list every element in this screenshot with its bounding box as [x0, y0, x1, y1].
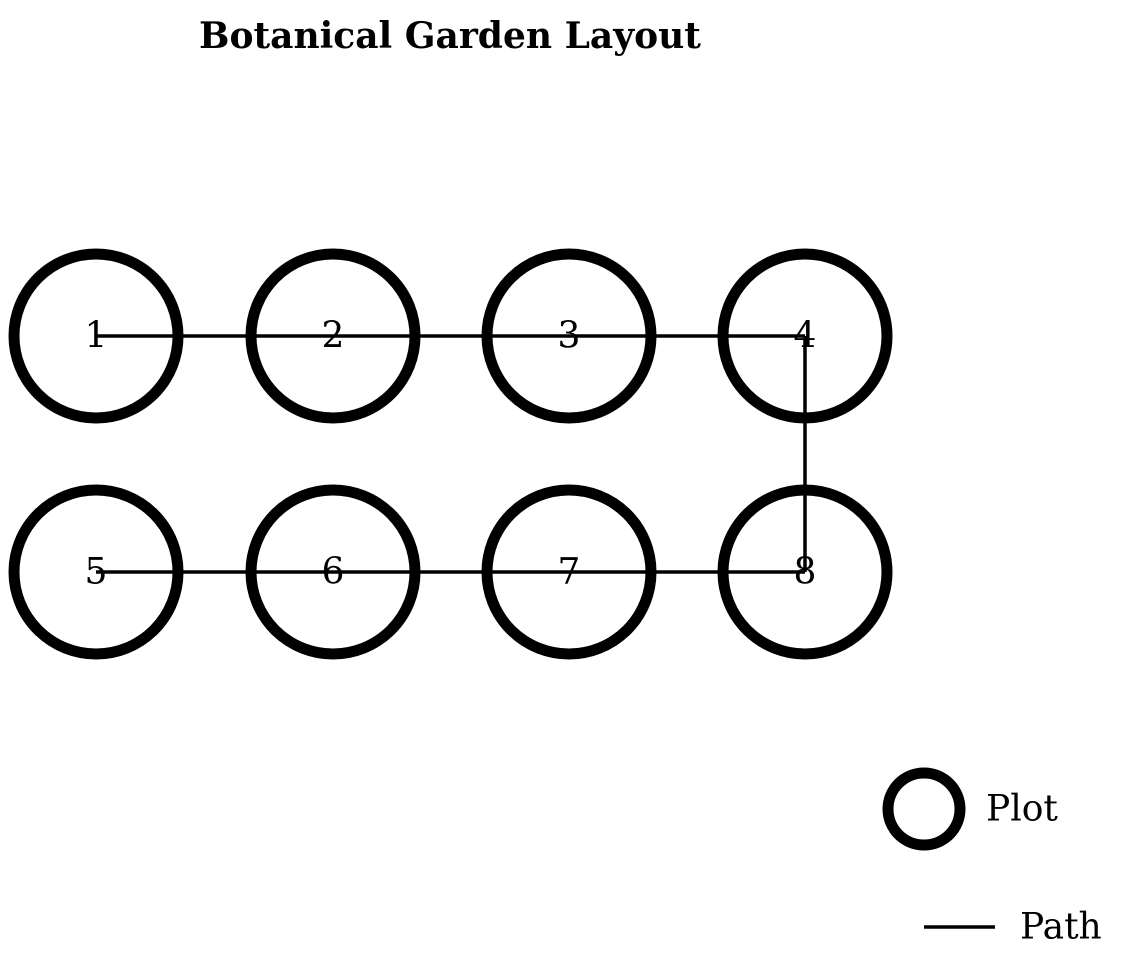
plot-5: 5 [8, 484, 184, 660]
plot-2: 2 [245, 248, 421, 424]
plot-2-circle [245, 248, 421, 424]
plot-8-circle [717, 484, 893, 660]
legend: Plot Path [882, 767, 1102, 948]
plot-7-circle [481, 484, 657, 660]
paths-layer [96, 334, 807, 574]
plot-7-label: 7 [558, 552, 581, 593]
legend-plot-label: Plot [986, 789, 1058, 830]
plot-2-label: 2 [322, 316, 345, 357]
plots-layer: 1 2 3 4 5 6 7 8 [8, 248, 893, 660]
plot-8: 8 [717, 484, 893, 660]
plot-7: 7 [481, 484, 657, 660]
legend-path-label: Path [1020, 907, 1102, 948]
plot-3: 3 [481, 248, 657, 424]
plot-5-label: 5 [85, 552, 108, 593]
legend-plot-icon [882, 767, 966, 851]
plot-4-label: 4 [794, 316, 817, 357]
diagram-title: Botanical Garden Layout [199, 15, 701, 57]
plot-4: 4 [717, 248, 893, 424]
plot-1-label: 1 [85, 316, 108, 357]
plot-6-label: 6 [322, 552, 345, 593]
plot-1: 1 [8, 248, 184, 424]
plot-1-circle [8, 248, 184, 424]
plot-8-label: 8 [794, 552, 817, 593]
plot-4-circle [717, 248, 893, 424]
plot-3-circle [481, 248, 657, 424]
plot-6: 6 [245, 484, 421, 660]
plot-5-circle [8, 484, 184, 660]
plot-6-circle [245, 484, 421, 660]
plot-3-label: 3 [558, 316, 581, 357]
